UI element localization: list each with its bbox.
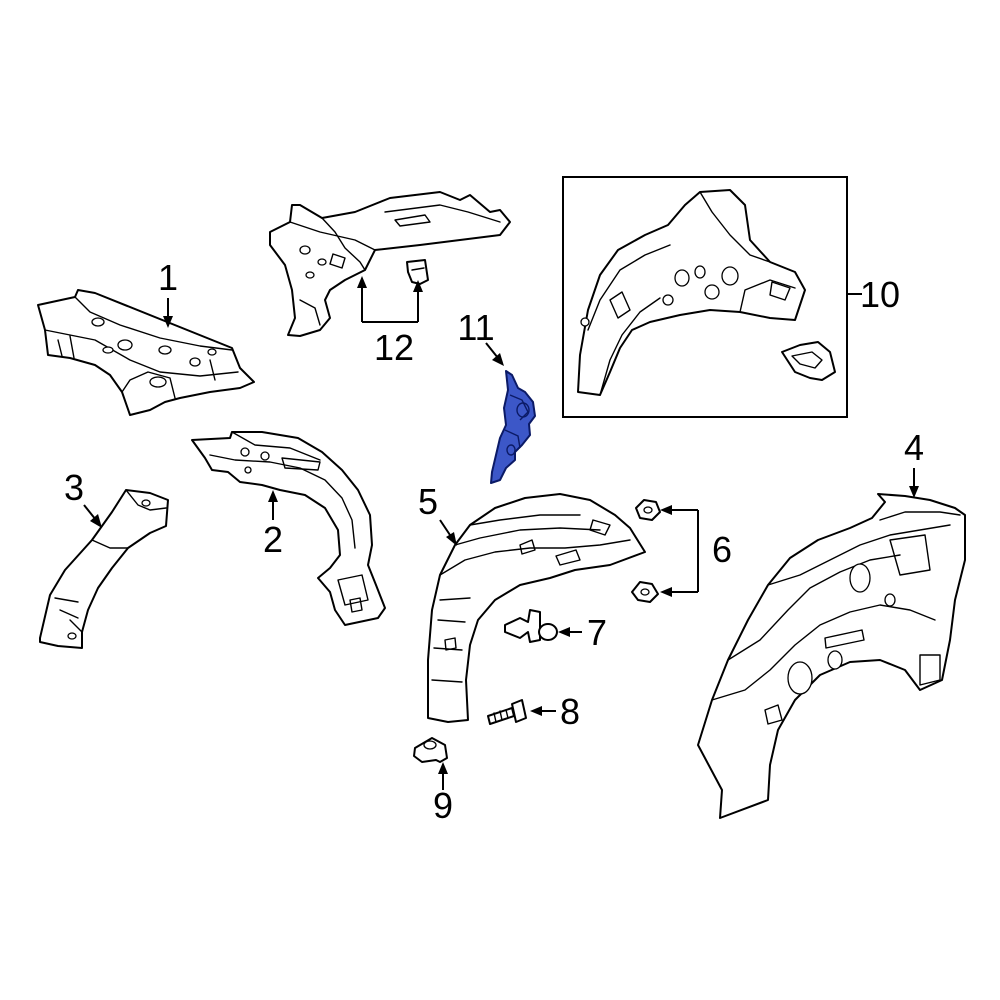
leader-2 bbox=[268, 490, 278, 520]
part-12-rail-bracket[interactable] bbox=[269, 191, 511, 337]
leader-9 bbox=[438, 762, 448, 790]
callout-2: 2 bbox=[263, 519, 283, 560]
part-6-nut-upper[interactable] bbox=[635, 499, 661, 521]
part-10-frame bbox=[562, 176, 848, 418]
leader-6 bbox=[660, 505, 699, 597]
part-4-quarter-inner-panel[interactable] bbox=[697, 493, 966, 819]
part-2-wheelhouse-extension[interactable] bbox=[191, 431, 386, 626]
part-9-clip[interactable] bbox=[413, 737, 448, 763]
callout-3: 3 bbox=[64, 467, 84, 508]
callout-12: 12 bbox=[374, 327, 414, 368]
callout-6: 6 bbox=[712, 529, 732, 570]
leader-7 bbox=[558, 627, 582, 637]
part-7-push-clip[interactable] bbox=[504, 609, 558, 643]
leader-5 bbox=[439, 519, 457, 546]
callout-9: 9 bbox=[433, 785, 453, 826]
leader-11 bbox=[485, 342, 504, 366]
part-3-pillar-reinforcement[interactable] bbox=[39, 489, 169, 649]
leader-1 bbox=[163, 298, 173, 328]
leader-4 bbox=[909, 468, 919, 498]
callout-1: 1 bbox=[158, 257, 178, 298]
part-1-inner-panel[interactable] bbox=[37, 289, 255, 416]
leader-12 bbox=[357, 276, 423, 323]
callout-8: 8 bbox=[560, 691, 580, 732]
part-8-bolt[interactable] bbox=[487, 699, 527, 725]
callout-7: 7 bbox=[587, 612, 607, 653]
part-11-highlighted-bracket[interactable] bbox=[490, 370, 536, 484]
part-5-wheelhouse-liner[interactable] bbox=[427, 493, 646, 723]
callout-11: 11 bbox=[457, 307, 494, 348]
part-10-wheelhouse-assembly[interactable] bbox=[577, 189, 836, 396]
leader-3 bbox=[83, 504, 102, 528]
callout-5: 5 bbox=[418, 481, 438, 522]
part-6-nut-lower[interactable] bbox=[631, 581, 659, 603]
callout-4: 4 bbox=[904, 427, 924, 468]
leader-8 bbox=[530, 706, 556, 716]
callout-10: 10 bbox=[860, 274, 900, 315]
